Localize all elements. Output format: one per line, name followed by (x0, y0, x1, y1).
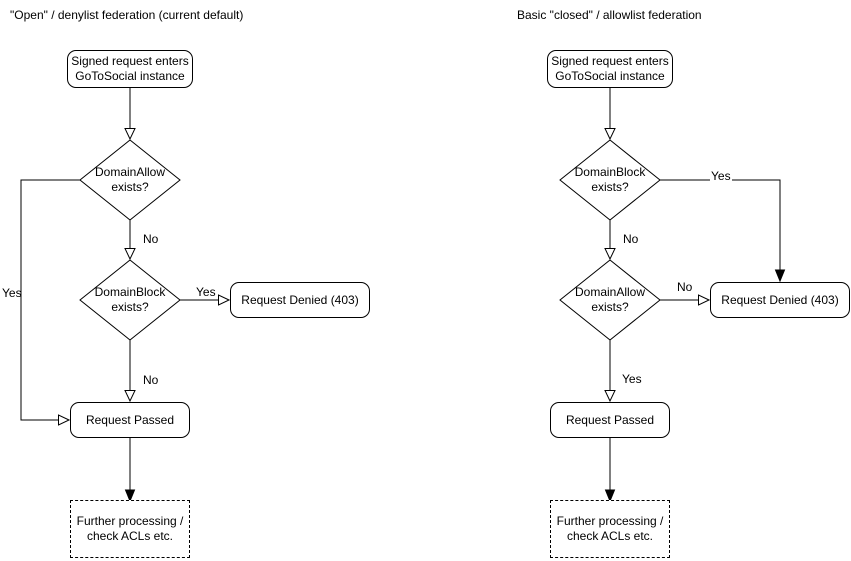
node-text-line: Request Passed (565, 412, 655, 427)
open-arrowhead-right-icon (698, 294, 711, 306)
node-text-line: Further processing / (556, 514, 664, 528)
left-chart-title: "Open" / denylist federation (current de… (10, 8, 244, 22)
right-edge-label-no-1: No (622, 232, 640, 246)
left-request-denied-node: Request Denied (403) (230, 282, 370, 318)
open-arrowhead-down-icon (124, 248, 136, 261)
node-text-line: Signed request enters (551, 54, 669, 68)
node-text-line: check ACLs etc. (86, 529, 174, 543)
filled-arrowhead-down-icon (604, 489, 616, 503)
node-text-line: GoToSocial instance (75, 69, 185, 83)
left-edge-label-yes-denied: Yes (195, 285, 217, 299)
left-start-node: Signed request enters GoToSocial instanc… (67, 50, 193, 88)
open-arrowhead-down-icon (604, 128, 616, 141)
node-text-line: Request Passed (85, 412, 175, 427)
right-edge-label-yes-passed: Yes (621, 372, 643, 386)
right-edge-label-no-denied: No (676, 280, 694, 294)
left-decision1-diamond-shape (79, 139, 181, 221)
left-chart-edges (20, 88, 231, 503)
right-chart-title: Basic "closed" / allowlist federation (517, 8, 702, 22)
node-text-line: Request Denied (403) (721, 292, 839, 307)
filled-arrowhead-down-icon (124, 489, 136, 503)
open-arrowhead-down-icon (124, 128, 136, 141)
open-arrowhead-down-icon (604, 248, 616, 261)
open-arrowhead-right-icon (218, 294, 231, 306)
left-decision2-diamond-shape (79, 259, 181, 341)
node-text-line: check ACLs etc. (566, 529, 654, 543)
left-edge-label-no-2: No (142, 373, 160, 387)
left-request-passed-node: Request Passed (70, 402, 190, 438)
right-start-node: Signed request enters GoToSocial instanc… (547, 50, 673, 88)
left-edge-label-yes-loop: Yes (2, 286, 22, 300)
right-decision2-diamond-shape (559, 259, 661, 341)
right-decision1-diamond-shape (559, 139, 661, 221)
left-further-processing-node: Further processing / check ACLs etc. (70, 500, 190, 558)
right-edge-label-yes-denied: Yes (710, 169, 732, 183)
right-further-processing-node: Further processing / check ACLs etc. (550, 500, 670, 558)
left-edge-decision1-yes-loop (20, 179, 80, 421)
left-edge-label-no-1: No (142, 232, 160, 246)
right-request-denied-node: Request Denied (403) (710, 282, 850, 318)
filled-arrowhead-down-icon (774, 269, 786, 283)
right-request-passed-node: Request Passed (550, 402, 670, 438)
open-arrowhead-down-icon (604, 390, 616, 403)
node-text-line: Further processing / (76, 514, 184, 528)
right-chart-edges (559, 88, 786, 503)
node-text-line: Request Denied (403) (241, 292, 359, 307)
open-arrowhead-down-icon (124, 390, 136, 403)
node-text-line: Signed request enters (71, 54, 189, 68)
open-arrowhead-right-icon (58, 414, 71, 426)
node-text-line: GoToSocial instance (555, 69, 665, 83)
right-edge-decision1-yes-to-denied (660, 179, 781, 271)
